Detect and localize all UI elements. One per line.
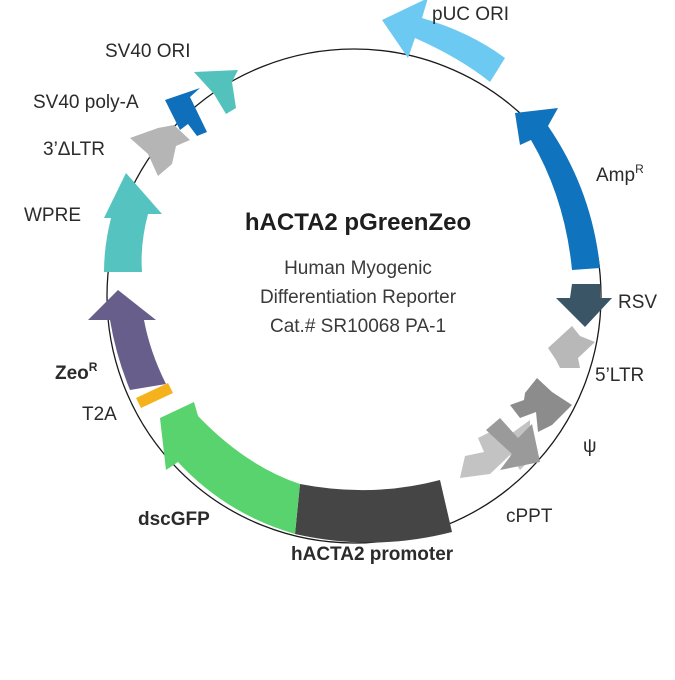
- feature-three-dltr: [130, 125, 190, 176]
- feature-five-ltr: [548, 326, 595, 368]
- feature-zeo: [88, 290, 166, 390]
- feature-t2a: [136, 383, 173, 408]
- feature-hacta2-promoter: [295, 480, 452, 543]
- feature-wpre: [104, 173, 162, 272]
- feature-segments: [88, 0, 612, 543]
- feature-psi-body: [486, 418, 540, 470]
- feature-sv40-polya: [165, 88, 207, 136]
- feature-amp: [515, 108, 600, 270]
- label-amp-superscript: R: [635, 162, 644, 176]
- label-t2a: T2A: [82, 404, 117, 425]
- label-zeo: ZeoR: [55, 360, 98, 384]
- label-amp-text: Amp: [596, 165, 635, 186]
- label-zeo-text: Zeo: [55, 363, 89, 384]
- label-sv40-polya: SV40 poly-A: [33, 92, 139, 113]
- feature-psi: [510, 378, 572, 432]
- label-rsv: RSV: [618, 292, 657, 313]
- feature-dscgfp: [160, 402, 300, 534]
- label-three-dltr: 3’ΔLTR: [43, 139, 105, 160]
- subtitle-line-3: Cat.# SR10068 PA-1: [270, 316, 446, 337]
- subtitle-line-1: Human Myogenic: [284, 258, 432, 279]
- label-psi: ψ: [583, 436, 597, 457]
- label-dscgfp: dscGFP: [138, 509, 210, 530]
- label-amp: AmpR: [596, 162, 644, 186]
- feature-sv40-ori: [194, 70, 238, 114]
- label-wpre: WPRE: [24, 205, 81, 226]
- feature-labels: pUC ORI AmpR RSV 5’LTR ψ cPPT hACTA2 pro…: [24, 4, 657, 565]
- label-zeo-superscript: R: [89, 360, 98, 374]
- center-title-block: hACTA2 pGreenZeo Human Myogenic Differen…: [245, 209, 471, 337]
- subtitle-line-2: Differentiation Reporter: [260, 287, 457, 308]
- label-sv40-ori: SV40 ORI: [105, 41, 191, 62]
- plasmid-backbone: [106, 48, 602, 544]
- feature-puc-ori: [382, 0, 505, 82]
- plasmid-name: hACTA2 pGreenZeo: [245, 209, 471, 236]
- label-puc-ori: pUC ORI: [432, 4, 509, 25]
- label-cppt: cPPT: [506, 506, 553, 527]
- feature-rsv: [556, 284, 612, 327]
- label-five-ltr: 5’LTR: [595, 365, 644, 386]
- label-hacta2-promoter: hACTA2 promoter: [291, 544, 454, 565]
